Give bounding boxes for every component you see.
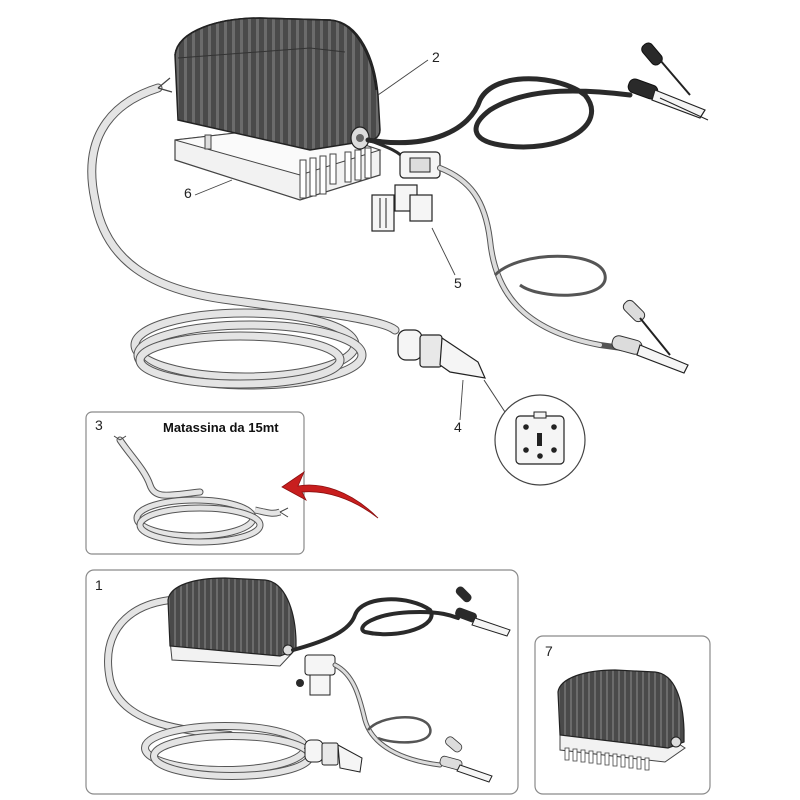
negative-cable	[365, 76, 633, 150]
crocodile-clamp-red	[611, 299, 689, 374]
coil-panel: 3 Matassina da 15mt	[85, 411, 379, 555]
charger-unit-small	[167, 577, 297, 667]
coil-panel-title: Matassina da 15mt	[163, 420, 279, 435]
crocodile-clamp-red-small	[439, 736, 493, 783]
full-kit-panel: 1	[85, 569, 519, 795]
charger-unit-only	[557, 669, 686, 771]
mains-cable	[87, 77, 400, 390]
connector-plug	[397, 329, 486, 379]
callout-4: 4	[454, 419, 462, 435]
connector-plug-small	[304, 739, 363, 773]
unit-only-panel: 7	[534, 635, 711, 795]
fuse-holder	[367, 138, 441, 232]
cable-coil	[113, 435, 289, 546]
positive-cable	[437, 165, 641, 354]
pin-socket-detail	[483, 379, 586, 486]
callout-1: 1	[95, 577, 103, 593]
charger-unit	[174, 17, 381, 151]
callout-3: 3	[95, 417, 103, 433]
callout-6: 6	[184, 185, 192, 201]
red-arrow	[281, 470, 379, 519]
main-view: 2 6 5 4	[87, 17, 709, 486]
crocodile-clamp-black-small	[455, 586, 511, 637]
callout-5: 5	[454, 275, 462, 291]
callout-7: 7	[545, 643, 553, 659]
leader-lines	[194, 59, 464, 421]
callout-2: 2	[432, 49, 440, 65]
crocodile-clamp-black	[627, 42, 709, 121]
